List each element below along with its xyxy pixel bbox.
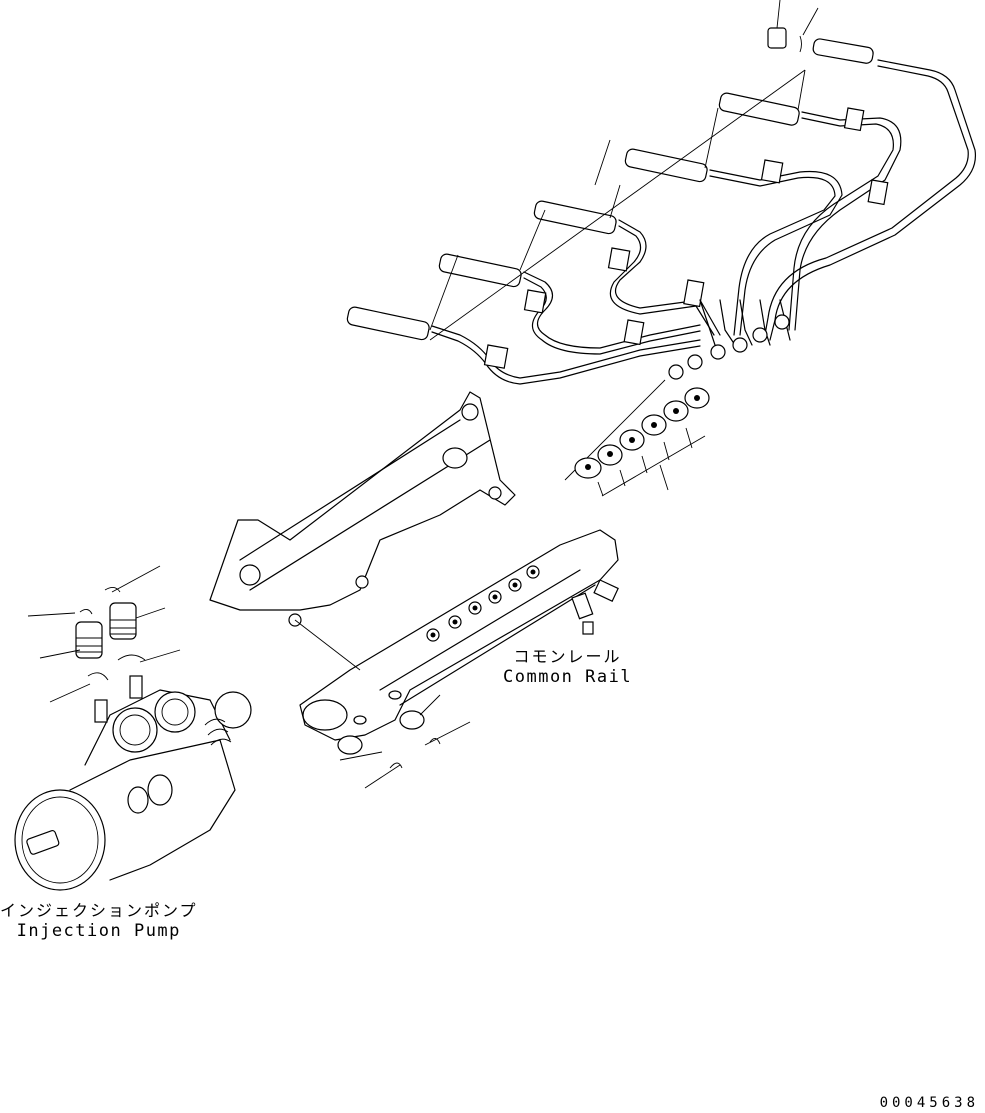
injection-pump-label-jp: インジェクションポンプ <box>0 901 198 920</box>
common-rail-label-jp: コモンレール <box>513 647 622 666</box>
rail-bracket <box>209 391 516 671</box>
common-rail-label-en: Common Rail <box>503 667 633 687</box>
drawing-number: 00045638 <box>879 1095 979 1111</box>
injection-pump <box>14 565 252 891</box>
injection-pump-label-en: Injection Pump <box>16 921 181 941</box>
injection-pump-label: インジェクションポンプ Injection Pump <box>0 900 198 942</box>
rail-connectors <box>564 379 710 497</box>
common-rail <box>299 529 619 789</box>
injection-pipes <box>346 0 977 385</box>
common-rail-label: コモンレール Common Rail <box>503 646 632 688</box>
